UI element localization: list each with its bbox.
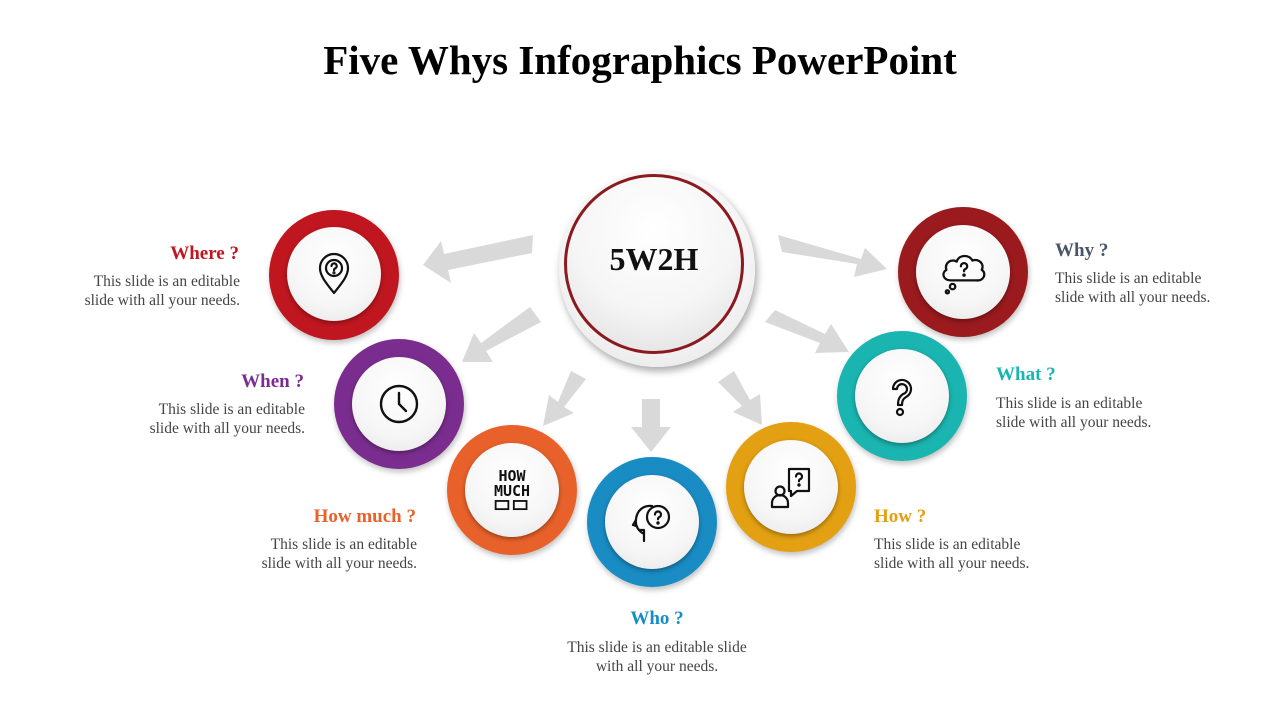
why-description: This slide is an editable slide with all… [1055,269,1210,307]
who-desc-line2: with all your needs. [595,658,719,675]
how-much-description: This slide is an editable slide with all… [262,535,417,573]
arrow-to-why [778,235,887,277]
who-desc-line1: This slide is an editable slide [567,639,747,656]
page-title: Five Whys Infographics PowerPoint [323,37,957,83]
who-description: This slide is an editable slide with all… [540,638,774,676]
when-desc-line2: slide with all your needs. [149,420,305,437]
how-much-icon-text-2: MUCH [493,481,531,500]
how-much-disc: HOW MUCH [465,443,559,537]
center-label: 5W2H [609,240,699,277]
why-desc-line1: This slide is an editable [1055,270,1202,287]
question-mark-icon [891,378,913,417]
where-disc [287,227,381,321]
center-circle: 5W2H [564,174,744,354]
how-desc-line2: slide with all your needs. [874,555,1030,572]
how-much-icon-text-1: HOW [498,466,526,485]
how-disc [744,440,838,534]
arrow-to-when [462,307,541,362]
who-disc [605,475,699,569]
how-desc-line1: This slide is an editable [874,536,1021,553]
what-desc-line1: This slide is an editable [996,395,1143,412]
arrow-to-how [718,371,762,425]
how-description: This slide is an editable slide with all… [874,535,1029,573]
where-question: Where ? [170,243,239,264]
why-disc [916,225,1010,319]
arrow-to-where [423,235,533,283]
how-question: How ? [874,506,927,527]
when-desc-line1: This slide is an editable [158,401,305,418]
why-desc-line2: slide with all your needs. [1055,289,1211,306]
arrow-to-who [631,399,671,452]
thought-cloud-question-icon [942,254,986,295]
how-much-question: How much ? [313,506,416,527]
where-description: This slide is an editable slide with all… [85,272,240,310]
location-question-icon [318,252,350,295]
who-question: Who ? [630,608,684,629]
how-much-desc-line1: This slide is an editable [270,536,417,553]
bills-icon [494,499,528,510]
arrow-to-what [765,310,849,353]
when-description: This slide is an editable slide with all… [150,400,305,438]
how-much-icon: HOW MUCH [492,466,532,512]
what-question: What ? [996,364,1056,385]
person-speech-question-icon [770,467,811,509]
where-desc-line1: This slide is an editable [93,273,240,290]
what-disc [855,349,949,443]
arrow-to-howmuch [543,371,586,426]
what-desc-line2: slide with all your needs. [996,414,1152,431]
what-description: This slide is an editable slide with all… [996,394,1151,432]
how-much-desc-line2: slide with all your needs. [261,555,417,572]
where-desc-line2: slide with all your needs. [84,292,240,309]
when-disc [352,357,446,451]
when-question: When ? [241,371,304,392]
clock-icon [379,384,419,424]
why-question: Why ? [1055,240,1109,261]
head-question-icon [631,504,671,543]
